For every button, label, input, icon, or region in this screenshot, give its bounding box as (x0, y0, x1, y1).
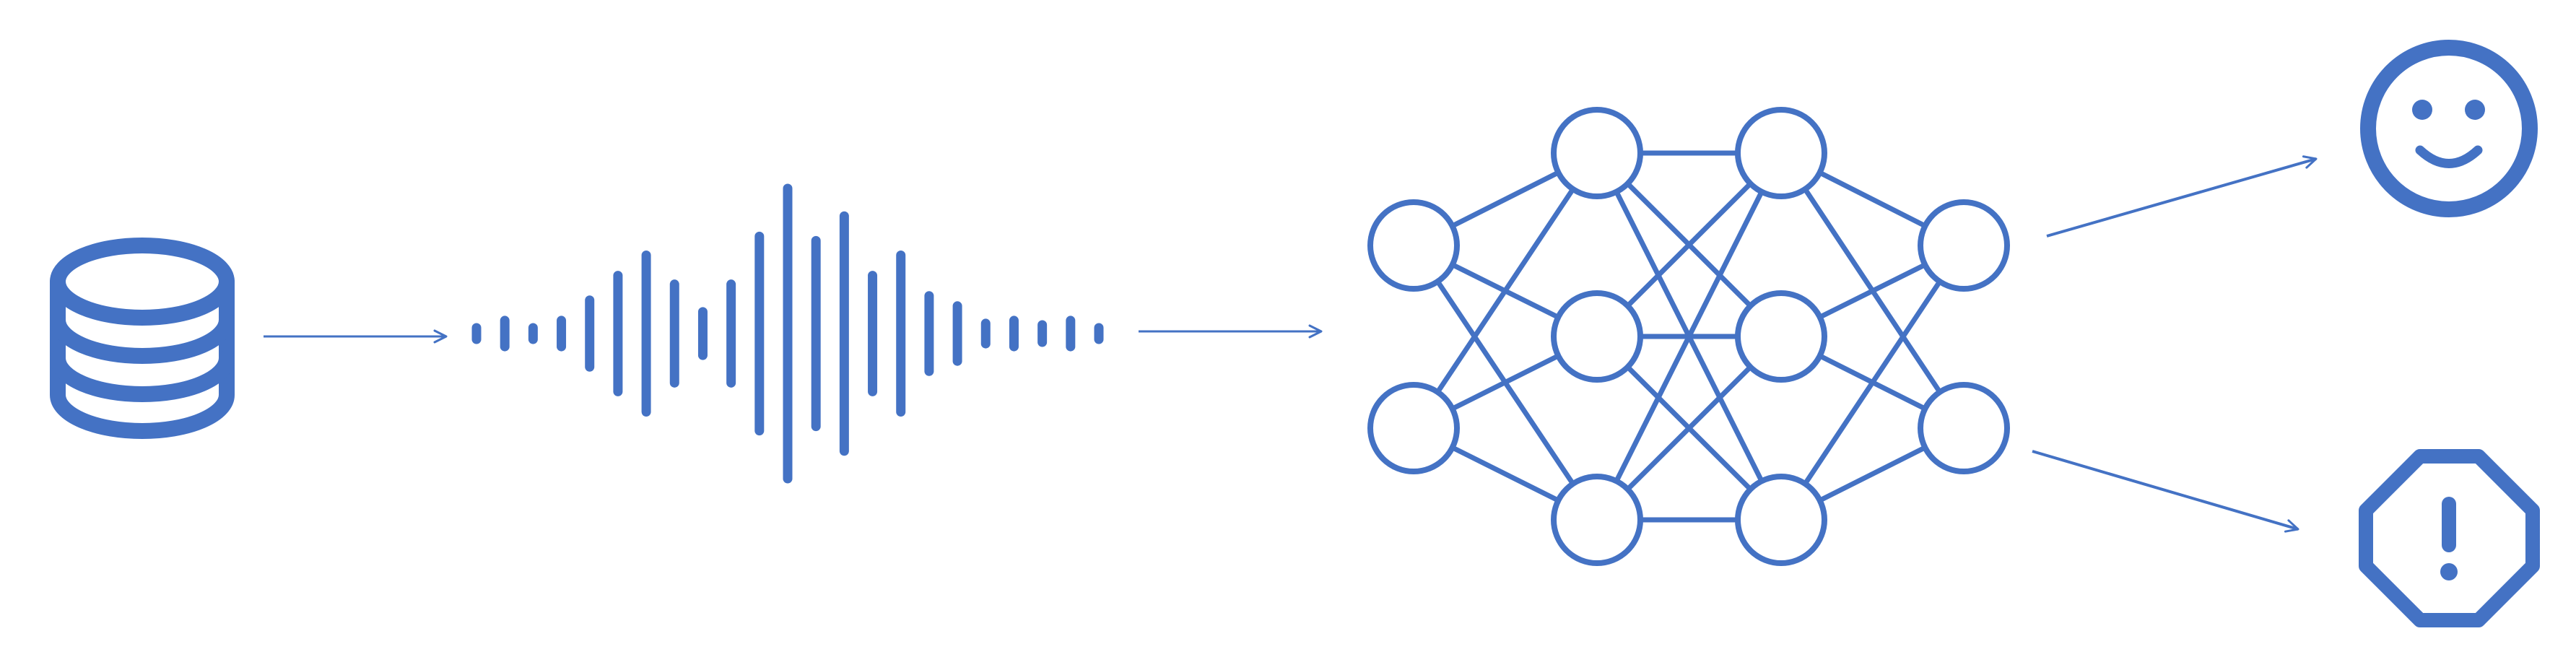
network-connection (1451, 445, 1559, 503)
network-connection (1451, 353, 1559, 412)
network-connection (1451, 170, 1559, 229)
network-connection (1819, 445, 1926, 503)
database-icon (50, 238, 235, 439)
flow-arrow-model-to-normal (2046, 155, 2318, 238)
network-connection (1626, 181, 1752, 308)
network-connection (1819, 262, 1926, 320)
network-node (1367, 199, 1460, 292)
sound-waveform-icon (471, 183, 1104, 484)
network-connection (1614, 191, 1765, 482)
network-node (1367, 382, 1460, 474)
network-connection (1803, 280, 1942, 485)
network-node (1551, 474, 1643, 566)
network-node (1735, 107, 1827, 199)
network-connection (1626, 365, 1752, 492)
network-connection (1435, 187, 1575, 394)
smiley-face-icon (2360, 40, 2538, 217)
network-connection (1818, 170, 1927, 229)
network-node (1735, 474, 1827, 566)
network-node (1551, 290, 1643, 383)
network-node (1735, 290, 1827, 383)
network-node (1918, 382, 2010, 474)
network-node (1551, 107, 1643, 199)
warning-octagon-icon (2359, 449, 2540, 627)
network-node (1918, 199, 2010, 292)
neural-network-icon (1367, 107, 2010, 566)
flow-arrow-model-to-anomaly (2032, 450, 2299, 533)
